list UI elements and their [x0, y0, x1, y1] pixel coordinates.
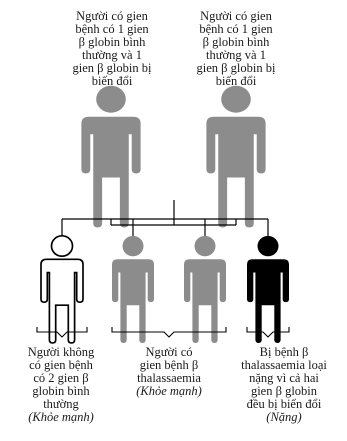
- parent-left-figure: [81, 85, 141, 228]
- parent-left-line: thường và 1: [82, 48, 142, 62]
- child-affected-line: thalassaemia loại: [241, 358, 327, 372]
- parent-right-line: gien β globin bị: [196, 61, 276, 75]
- parent-right-line: Người có gien: [200, 9, 272, 23]
- brace-carrier: [111, 327, 227, 338]
- child-healthy-figure: [40, 234, 84, 344]
- parent-right-line: β globin bình: [202, 35, 270, 49]
- parent-right-line: biến đổi: [215, 74, 257, 88]
- brace-healthy: [36, 327, 88, 338]
- parent-left-label: Người có gien bệnh có 1 gien β globin bì…: [52, 10, 172, 88]
- child-carrier-line: gien bệnh β: [139, 358, 199, 372]
- child-healthy-label: Người không có gien bệnh có 2 gien β glo…: [2, 346, 120, 424]
- parent-left-line: Người có gien: [76, 9, 148, 23]
- child-affected-status: (Nặng): [266, 410, 302, 424]
- parent-left-line: bệnh có 1 gien: [75, 22, 149, 36]
- child-carrier-figure: [112, 235, 154, 343]
- brace-affected: [246, 327, 290, 338]
- parent-right-line: bệnh có 1 gien: [199, 22, 273, 36]
- child-carrier-line: Người có: [145, 345, 193, 359]
- child-affected-line: nặng vì cả hai: [249, 371, 319, 385]
- child-healthy-status: (Khỏe mạnh): [28, 410, 94, 424]
- child-affected-figure: [247, 235, 289, 343]
- parent-right-label: Người có gien bệnh có 1 gien β globin bì…: [176, 10, 296, 88]
- child-carrier-figure: [184, 235, 226, 343]
- child-healthy-line: thường: [43, 397, 79, 411]
- child-affected-line: Bị bệnh β: [259, 345, 309, 359]
- child-affected-line: gien β globin: [250, 384, 318, 398]
- child-carrier-label: Người có gien bệnh β thalassaemia (Khỏe …: [110, 346, 228, 398]
- child-affected-line: đều bị biến đổi: [246, 397, 322, 411]
- parent-left-line: β globin bình: [78, 35, 146, 49]
- child-healthy-line: Người không: [27, 345, 95, 359]
- child-carrier-line: thalassaemia: [137, 371, 201, 385]
- child-healthy-line: có 2 gien β: [33, 371, 89, 385]
- pedigree-connectors: [61, 200, 269, 246]
- child-healthy-line: có gien bệnh: [29, 358, 93, 372]
- child-carrier-status: (Khỏe mạnh): [136, 384, 202, 398]
- child-affected-label: Bị bệnh β thalassaemia loại nặng vì cả h…: [222, 346, 346, 424]
- child-healthy-line: globin bình: [32, 384, 90, 398]
- parent-left-line: biến đổi: [91, 74, 133, 88]
- parent-right-figure: [206, 85, 266, 228]
- parent-left-line: gien β globin bị: [72, 61, 152, 75]
- parent-right-line: thường và 1: [206, 48, 266, 62]
